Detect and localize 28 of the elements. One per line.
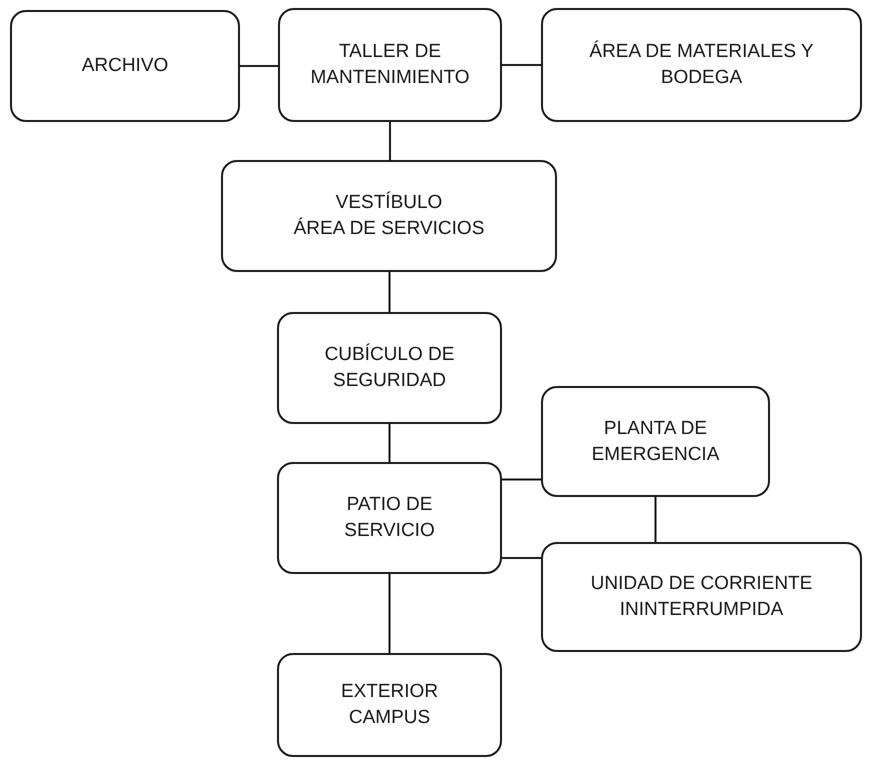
room-label: PATIO DE SERVICIO: [343, 493, 436, 543]
room-label: VESTÍBULO: [336, 190, 442, 216]
room-label: CUBÍCULO DE SEGURIDAD: [324, 342, 456, 393]
connector-line: [388, 574, 390, 653]
room-box: [221, 160, 557, 272]
room-label: EXTERIOR CAMPUS: [340, 680, 440, 730]
connector-line: [654, 497, 656, 542]
connector-line: [240, 65, 278, 67]
room-box: [541, 8, 862, 122]
connector-line: [502, 64, 541, 66]
room-label: UNIDAD DE CORRIENTE ININTERRUMPIDA: [590, 572, 814, 622]
room-box: [278, 8, 502, 122]
room-label: ARCHIVO: [82, 54, 168, 78]
connector-line: [502, 478, 541, 480]
room-box: [541, 386, 770, 497]
room-box: [277, 462, 502, 574]
room-label: TALLER DE MANTENIMIENTO: [309, 40, 471, 90]
room-box: [10, 10, 240, 122]
connector-line: [389, 122, 391, 160]
connector-line: [388, 272, 390, 312]
connector-line: [388, 424, 390, 462]
connector-line: [502, 557, 541, 559]
room-box: [277, 653, 502, 757]
room-label: PLANTA DE EMERGENCIA: [590, 416, 720, 466]
room-label: ÁREA DE SERVICIOS: [294, 216, 484, 241]
room-box: [541, 542, 862, 652]
room-label: ÁREA DE MATERIALES Y BODEGA: [588, 40, 815, 90]
room-box: [277, 312, 502, 424]
